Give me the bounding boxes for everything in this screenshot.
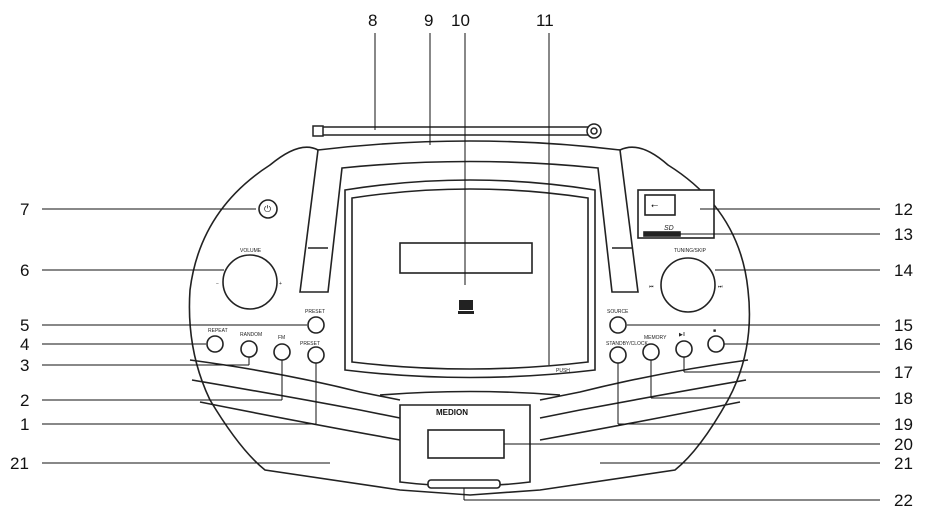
callout-22: 22 xyxy=(894,491,913,510)
front-display-area: MEDION xyxy=(399,404,531,489)
callout-6: 6 xyxy=(20,261,29,280)
sd-logo: SD xyxy=(664,225,674,232)
leader-lines xyxy=(42,33,880,501)
tuning-skip-label: TUNING/SKIP xyxy=(674,248,707,254)
fm-label: FM xyxy=(278,335,285,341)
preset-down-label: PRESET xyxy=(300,341,320,347)
play-pause-button[interactable] xyxy=(675,340,693,358)
callout-19: 19 xyxy=(894,415,913,434)
volume-label: VOLUME xyxy=(240,248,262,254)
cd-lid-outline xyxy=(344,179,596,379)
lcd-display xyxy=(427,429,505,459)
antenna-pivot-inner xyxy=(590,127,598,135)
skip-forward-icon: ⏭ xyxy=(718,284,723,290)
standby-clock-button[interactable] xyxy=(609,346,627,364)
cd-drawer-handle[interactable] xyxy=(427,479,501,489)
cd-window xyxy=(399,242,533,274)
band-line-left-1 xyxy=(189,359,401,401)
preset-down-button[interactable] xyxy=(307,346,325,364)
volume-knob[interactable] xyxy=(222,254,278,310)
sd-card-slot[interactable] xyxy=(643,231,681,237)
callout-14: 14 xyxy=(894,261,913,280)
antenna-tip xyxy=(312,125,324,137)
compact-disc-logo xyxy=(458,300,474,314)
volume-minus: − xyxy=(216,281,219,287)
tuning-skip-knob[interactable] xyxy=(660,257,716,313)
antenna xyxy=(312,123,602,139)
power-button[interactable] xyxy=(258,199,278,219)
callout-15: 15 xyxy=(894,316,913,335)
play-pause-icon: ▶‖ xyxy=(679,332,685,338)
callout-numbers: 8 9 10 11 7 6 5 4 3 2 1 21 12 13 14 15 1… xyxy=(10,11,913,510)
callout-21-left: 21 xyxy=(10,454,29,473)
callout-9: 9 xyxy=(424,11,433,30)
standby-label: STANDBY/CLOCK xyxy=(606,341,649,347)
right-controls: ⭠ SD TUNING/SKIP ⏮ ⏭ SOURCE STANDBY/CLOC… xyxy=(606,189,725,364)
source-label: SOURCE xyxy=(607,309,629,315)
callout-2: 2 xyxy=(20,391,29,410)
handle-frame xyxy=(299,140,639,293)
repeat-label: REPEAT xyxy=(208,328,228,334)
memory-button[interactable] xyxy=(642,343,660,361)
callout-3: 3 xyxy=(20,356,29,375)
repeat-button[interactable] xyxy=(206,335,224,353)
band-line-right-3 xyxy=(539,401,741,441)
left-controls: ⏻ VOLUME − + REPEAT RANDOM FM PRESET PRE… xyxy=(206,199,325,364)
push-label: PUSH xyxy=(556,368,570,374)
callout-11: 11 xyxy=(536,11,554,30)
band-line-left-3 xyxy=(199,401,401,441)
brand-logo: MEDION xyxy=(436,408,468,417)
callout-4: 4 xyxy=(20,335,29,354)
callout-12: 12 xyxy=(894,200,913,219)
stop-button[interactable] xyxy=(707,335,725,353)
lower-arch xyxy=(379,390,561,396)
fm-button[interactable] xyxy=(273,343,291,361)
callout-17: 17 xyxy=(894,363,913,382)
preset-up-button[interactable] xyxy=(307,316,325,334)
callout-7: 7 xyxy=(20,200,29,219)
memory-label: MEMORY xyxy=(644,335,667,341)
band-line-left-2 xyxy=(191,379,401,419)
cd-lid-inner xyxy=(351,188,589,370)
skip-back-icon: ⏮ xyxy=(649,284,654,290)
callout-20: 20 xyxy=(894,435,913,454)
stop-icon: ■ xyxy=(713,328,716,334)
callout-21-right: 21 xyxy=(894,454,913,473)
usb-port[interactable] xyxy=(644,194,676,216)
callout-10: 10 xyxy=(451,11,470,30)
preset-up-label: PRESET xyxy=(305,309,325,315)
carry-handle xyxy=(299,140,639,293)
volume-plus: + xyxy=(279,281,282,287)
callout-18: 18 xyxy=(894,389,913,408)
band-line-right-2 xyxy=(539,379,747,419)
random-button[interactable] xyxy=(240,340,258,358)
callout-13: 13 xyxy=(894,225,913,244)
random-label: RANDOM xyxy=(240,332,262,338)
usb-icon: ⭠ xyxy=(651,200,658,210)
callout-8: 8 xyxy=(368,11,377,30)
callout-16: 16 xyxy=(894,335,913,354)
power-icon: ⏻ xyxy=(264,204,271,214)
band-line-right-1 xyxy=(539,359,749,401)
callout-1: 1 xyxy=(20,415,29,434)
cd-lid: PUSH xyxy=(344,179,596,379)
callout-5: 5 xyxy=(20,316,29,335)
source-button[interactable] xyxy=(609,316,627,334)
